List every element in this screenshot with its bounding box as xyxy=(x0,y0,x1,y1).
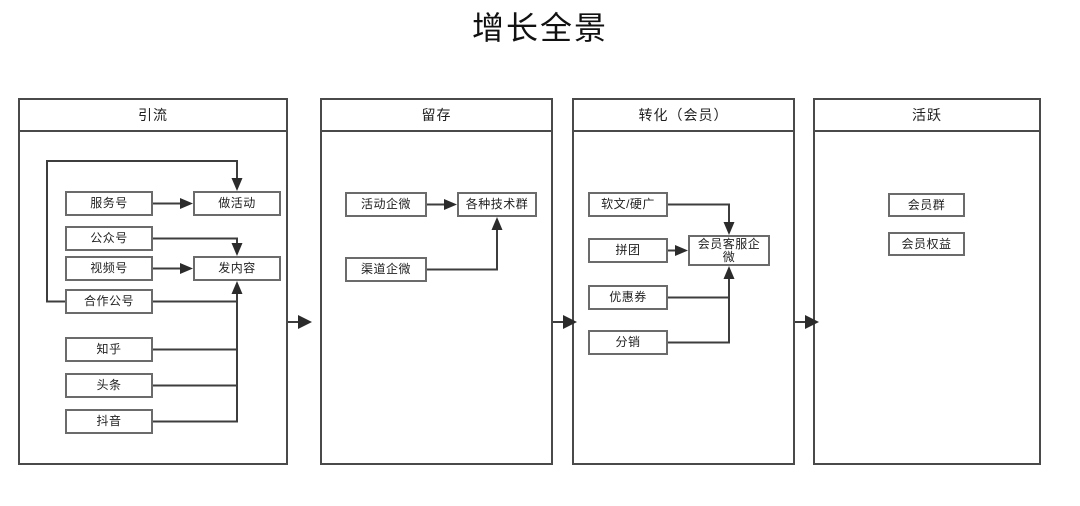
node-tech-groups[interactable]: 各种技术群 xyxy=(457,192,537,217)
node-zhihu[interactable]: 知乎 xyxy=(65,337,153,362)
node-service-account[interactable]: 服务号 xyxy=(65,191,153,216)
node-partner-account[interactable]: 合作公号 xyxy=(65,289,153,314)
stage-panel-activation: 活跃 xyxy=(813,98,1041,465)
node-run-campaign[interactable]: 做活动 xyxy=(193,191,281,216)
node-coupon[interactable]: 优惠券 xyxy=(588,285,668,310)
node-group-buy[interactable]: 拼团 xyxy=(588,238,668,263)
node-video-account[interactable]: 视频号 xyxy=(65,256,153,281)
node-toutiao[interactable]: 头条 xyxy=(65,373,153,398)
node-douyin[interactable]: 抖音 xyxy=(65,409,153,434)
node-channel-wecom[interactable]: 渠道企微 xyxy=(345,257,427,282)
stage-header-conversion: 转化（会员） xyxy=(574,100,793,132)
stage-header-acquisition: 引流 xyxy=(20,100,286,132)
node-member-group[interactable]: 会员群 xyxy=(888,193,965,217)
stage-panel-conversion: 转化（会员） xyxy=(572,98,795,465)
page-title: 增长全景 xyxy=(471,10,608,46)
stage-header-activation: 活跃 xyxy=(815,100,1039,132)
node-publish-content[interactable]: 发内容 xyxy=(193,256,281,281)
node-member-benefits[interactable]: 会员权益 xyxy=(888,232,965,256)
node-official-account[interactable]: 公众号 xyxy=(65,226,153,251)
node-member-service-wecom[interactable]: 会员客服企微 xyxy=(688,235,770,266)
node-campaign-wecom[interactable]: 活动企微 xyxy=(345,192,427,217)
stage-panel-acquisition: 引流 xyxy=(18,98,288,465)
stage-header-retention: 留存 xyxy=(322,100,551,132)
stage-arrow-acquisition-to-retention xyxy=(288,315,312,329)
node-distribution[interactable]: 分销 xyxy=(588,330,668,355)
node-soft-hard-ads[interactable]: 软文/硬广 xyxy=(588,192,668,217)
